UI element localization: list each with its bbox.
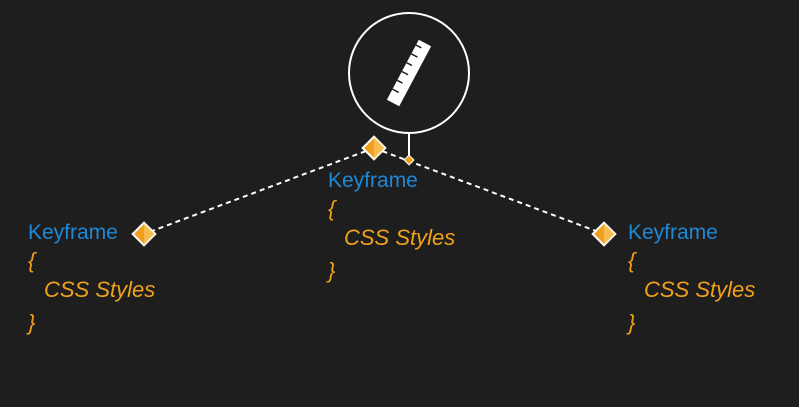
close-brace-left: } xyxy=(28,310,36,335)
css-styles-left: CSS Styles xyxy=(44,277,156,302)
close-brace-center: } xyxy=(328,258,336,283)
connector-left xyxy=(143,147,375,235)
close-brace-right: } xyxy=(628,310,636,335)
keyframe-label-left: Keyframe xyxy=(28,221,118,244)
ruler-icon xyxy=(386,39,432,107)
connector-right xyxy=(373,147,605,235)
keyframe-diamond-right[interactable] xyxy=(591,221,617,247)
playhead-diamond[interactable] xyxy=(403,154,415,166)
css-styles-right: CSS Styles xyxy=(644,277,756,302)
keyframe-diamond-center[interactable] xyxy=(361,135,387,161)
open-brace-right: { xyxy=(628,248,636,273)
keyframe-diamond-left[interactable] xyxy=(131,221,157,247)
open-brace-center: { xyxy=(328,196,336,221)
keyframe-label-right: Keyframe xyxy=(628,221,718,244)
keyframe-label-center: Keyframe xyxy=(328,169,418,192)
open-brace-left: { xyxy=(28,248,36,273)
css-styles-center: CSS Styles xyxy=(344,225,456,250)
